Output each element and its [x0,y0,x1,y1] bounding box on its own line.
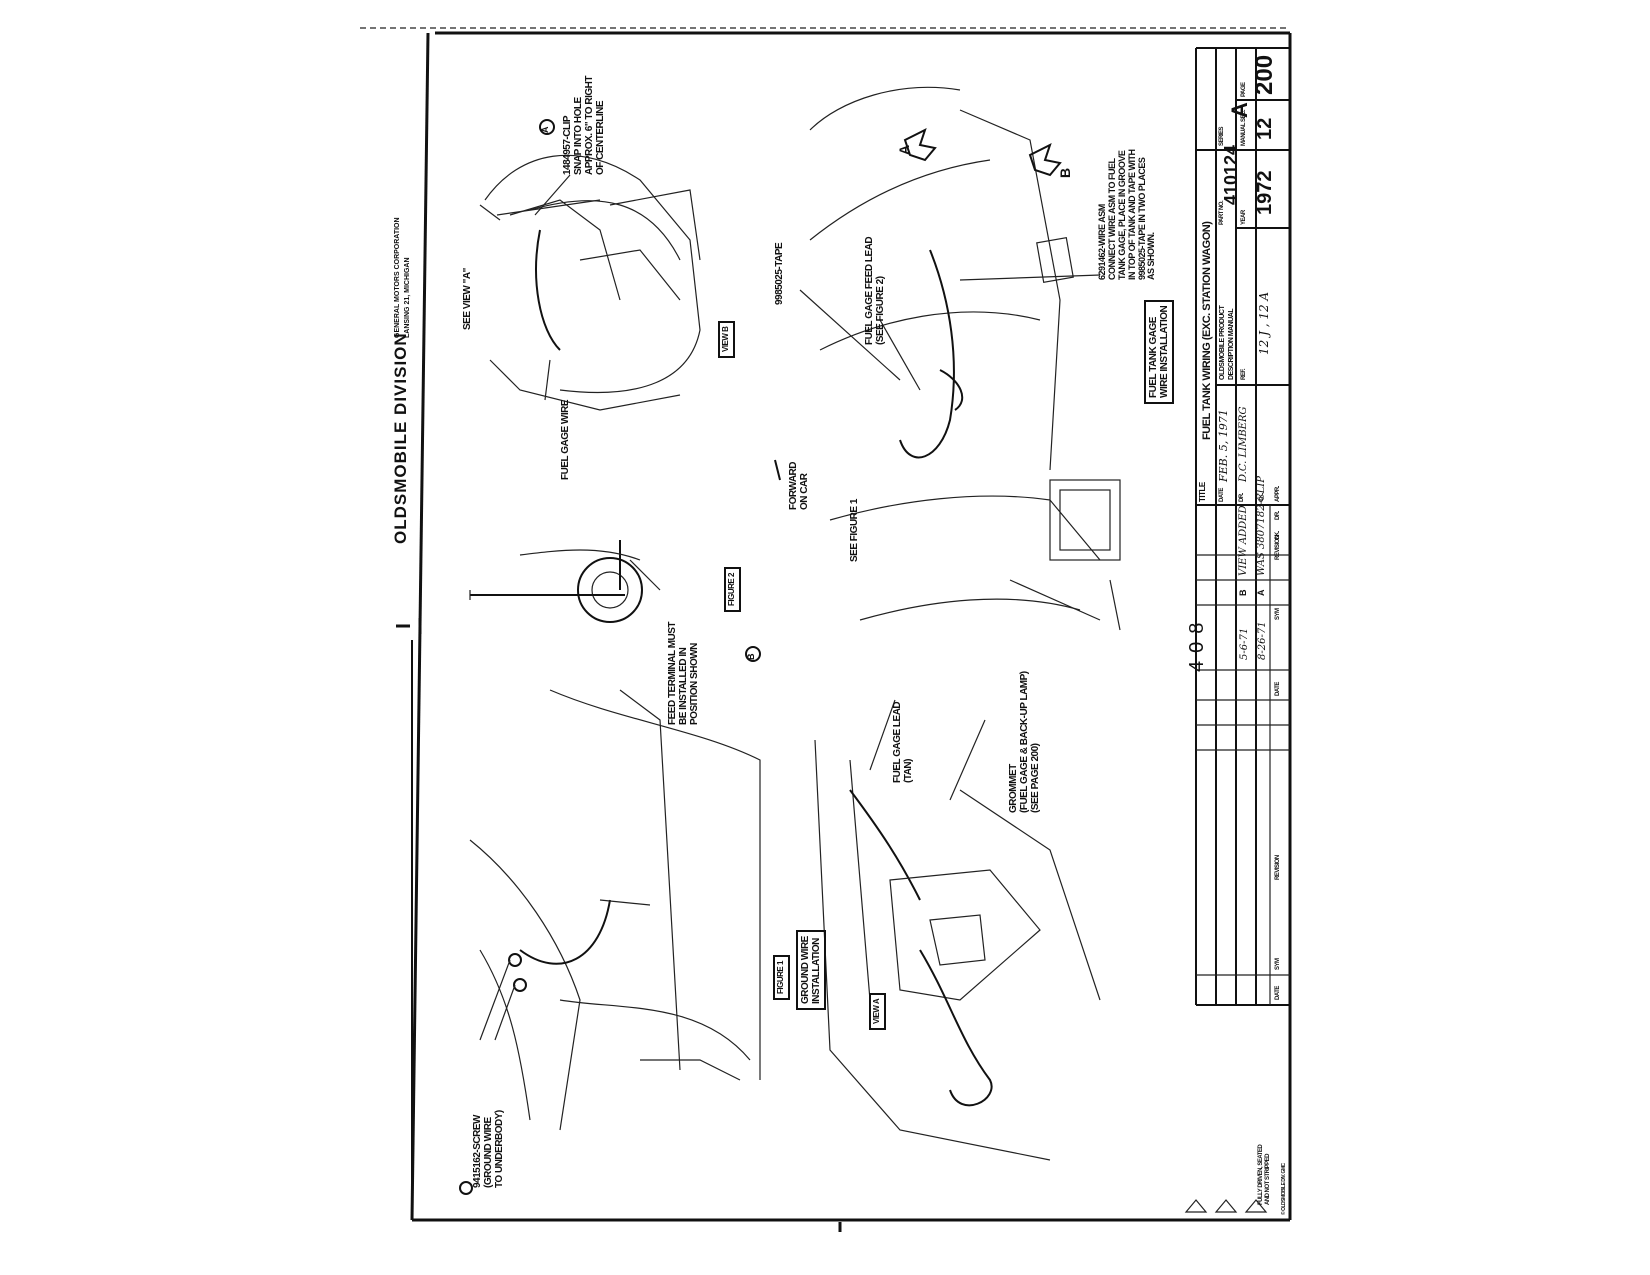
fuel-gage-lead-callout: FUEL GAGE LEAD (TAN) [892,701,914,783]
product-line-2: DESCRIPTION MANUAL [1228,308,1235,380]
revision-row-2-text: WAS 3807182-CLIP [1256,476,1267,576]
figure-2-sketch [469,540,643,623]
series-label: SERIES [1219,126,1225,146]
fuel-gage-wire-callout: FUEL GAGE WIRE [560,399,571,480]
corporation-name: GENERAL MOTORS CORPORATION [394,217,401,338]
fuel-gage-feed-lead-callout: FUEL GAGE FEED LEAD (SEE FIGURE 2) [864,236,886,345]
dr-value: D.C. LIMBERG [1238,406,1249,483]
revision-col-date-lower: DATE [1275,986,1281,1000]
arrow-a-label: A [896,144,912,155]
date-value: FEB. 5, 1971 [1217,409,1230,482]
revision-col-sym: SYM [1275,608,1281,620]
title-label: TITLE [1198,482,1207,502]
page-value: 200 [1251,54,1278,95]
revision-col-dr: DR. [1275,511,1281,520]
forward-on-car-label: FORWARD ON CAR [788,462,810,510]
view-a-sketch [469,689,761,1131]
fully-driven-note: FULLY DRIVEN, SEATED AND NOT STRIPPED [1258,1144,1271,1205]
view-b-label: VIEW B [718,320,735,358]
direction-arrows [903,128,1062,177]
product-line-1: OLDSMOBILE PRODUCT [1219,305,1226,380]
revision-row-2-sym: A [1256,589,1266,597]
revision-row-1-text: VIEW ADDED [1238,505,1249,576]
manual-sec-value: 12 [1254,117,1276,140]
manual-sec-label: MANUAL SEC. [1241,109,1247,146]
view-a-label: VIEW A [869,992,886,1030]
ref-label: REF. [1241,368,1247,380]
grommet-callout: GROMMET (FUEL GAGE & BACK-UP LAMP) (SEE … [1008,671,1041,813]
part-no-value: 410124 [1221,144,1241,205]
drawing-title: FUEL TANK WIRING (EXC. STATION WAGON) [1201,221,1213,440]
wire-asm-callout: 6291462-WIRE ASM CONNECT WIRE ASM TO FUE… [1097,149,1157,281]
revision-col-date: DATE [1275,682,1281,696]
see-view-a-callout: SEE VIEW "A" [462,268,473,330]
see-figure-1-callout: SEE FIGURE 1 [849,499,860,562]
feed-terminal-callout: FEED TERMINAL MUST BE INSTALLED IN POSIT… [667,621,700,725]
page-label: PAGE [1241,82,1247,97]
marker-a: A [540,126,550,134]
ground-wire-installation-caption: GROUND WIRE INSTALLATION [796,930,826,1010]
date-label: DATE [1219,488,1225,502]
fuel-tank-sketch [809,86,1121,631]
title-block-frame [1195,47,1290,1006]
figure-2-label: FIGURE 2 [724,567,741,612]
year-value: 1972 [1254,170,1276,216]
view-b-sketch [484,154,701,411]
revision-row-1-date: 5-6-71 [1239,627,1250,660]
revision-row-2-date: 8-26-71 [1257,621,1268,660]
dr-label: DR. [1239,493,1245,502]
corporation-location: LANSING 21, MICHIGAN [404,257,411,338]
ref-value: 12 J , 12 A [1257,291,1271,355]
footer-note: © OLDSMOBILE DIV. GMC [1281,1163,1287,1215]
grommet-sketch [814,739,1101,1161]
page-code: 408 [1186,614,1208,672]
marker-b: B [746,653,756,661]
revision-col-ck: CK. [1275,531,1281,540]
revision-col-revision-lower: REVISION [1275,855,1281,880]
figure-1-label: FIGURE 1 [773,955,790,1000]
revision-row-1-sym: B [1238,589,1248,597]
tape-callout: 9985025-TAPE [774,242,785,305]
year-label: YEAR [1241,210,1247,225]
leader-lines [479,174,1101,1041]
arrow-b-label: B [1057,167,1073,178]
screw-callout: 9415162-SCREW (GROUND WIRE TO UNDERBODY) [472,1110,505,1188]
revision-col-sym-lower: SYM [1275,958,1281,970]
appr-label: APPR. [1275,486,1281,502]
clip-callout: 1484957-CLIP SNAP INTO HOLE APPROX. 6" T… [562,76,606,175]
fuel-tank-gage-caption: FUEL TANK GAGE WIRE INSTALLATION [1144,299,1174,404]
division-title: OLDSMOBILE DIVISION [391,332,410,544]
